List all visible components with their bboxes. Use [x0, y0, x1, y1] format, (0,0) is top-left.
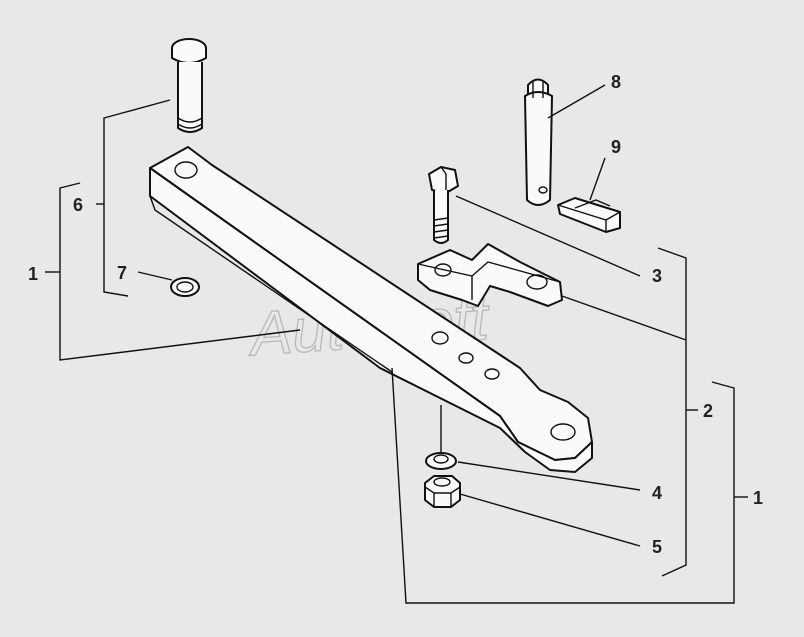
callout-6: 6: [73, 195, 83, 215]
callout-5: 5: [652, 537, 662, 557]
callout-4: 4: [652, 483, 662, 503]
clip-part-9: [557, 197, 621, 233]
pin-part-8: [524, 78, 553, 206]
nut-part-5: [424, 475, 461, 508]
bolt-part-3: [428, 166, 459, 244]
callout-1-left: 1: [28, 264, 38, 284]
callout-2: 2: [703, 401, 713, 421]
washer-part-4: [425, 452, 457, 470]
callout-3: 3: [652, 266, 662, 286]
drawbar: [149, 146, 593, 473]
callout-8: 8: [611, 72, 621, 92]
callout-1-right: 1: [753, 488, 763, 508]
pin-part-6: [171, 38, 207, 133]
bracket-part-2: [417, 243, 563, 307]
callout-7: 7: [117, 263, 127, 283]
ring-part-7: [170, 277, 200, 297]
leader-lines: [45, 84, 748, 604]
callout-9: 9: [611, 137, 621, 157]
